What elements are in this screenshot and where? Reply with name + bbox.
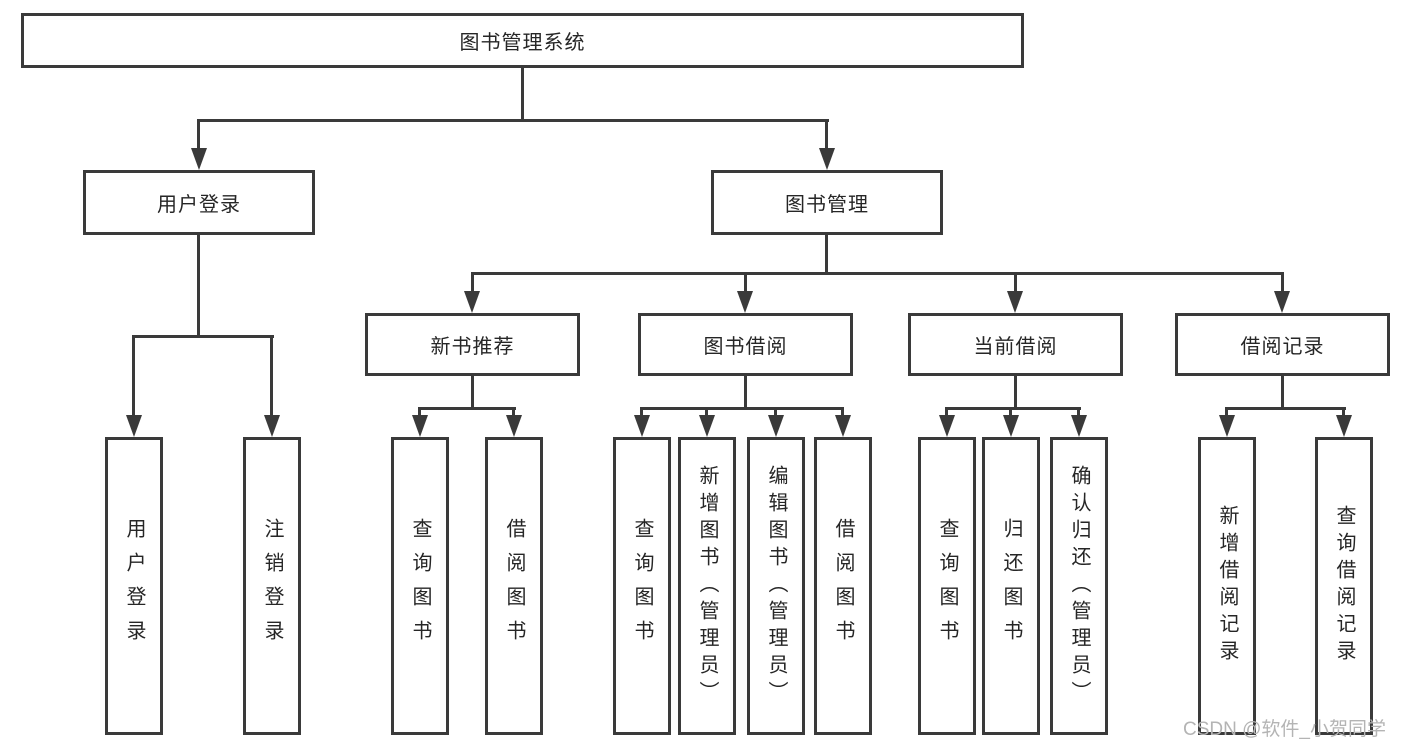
- node-label: 图书借阅: [703, 336, 788, 358]
- node-book-borrowing: 图书借阅: [638, 313, 853, 376]
- leaf-label: 查询图书: [631, 518, 653, 654]
- connector-line: [1225, 407, 1228, 417]
- leaf-label: 查询借阅记录: [1333, 505, 1355, 667]
- leaf-confirm-return-admin: 确认归还（管理员）: [1050, 437, 1108, 735]
- leaf-return-books: 归还图书: [982, 437, 1040, 735]
- connector-line: [512, 407, 515, 417]
- leaf-edit-books-admin: 编辑图书（管理员）: [747, 437, 805, 735]
- leaf-label: 查询图书: [936, 518, 958, 654]
- connector-line: [744, 376, 747, 410]
- arrow-down-icon: [264, 415, 280, 437]
- connector-line: [1342, 407, 1345, 417]
- node-current-borrowing: 当前借阅: [908, 313, 1123, 376]
- node-label: 当前借阅: [973, 336, 1058, 358]
- connector-line: [640, 407, 643, 417]
- connector-line: [418, 407, 421, 417]
- leaf-label: 新增借阅记录: [1216, 505, 1238, 667]
- leaf-label: 归还图书: [1000, 518, 1022, 654]
- connector-line: [471, 272, 1284, 275]
- connector-line: [945, 407, 1081, 410]
- connector-line: [521, 68, 524, 121]
- connector-line: [471, 376, 474, 410]
- connector-line: [774, 407, 777, 417]
- connector-line: [1014, 272, 1017, 293]
- connector-line: [197, 235, 200, 335]
- connector-line: [418, 407, 516, 410]
- connector-line: [744, 272, 747, 293]
- leaf-logout: 注销登录: [243, 437, 301, 735]
- node-label: 借阅记录: [1240, 336, 1325, 358]
- leaf-label: 新增图书（管理员）: [696, 464, 718, 708]
- leaf-label: 借阅图书: [832, 518, 854, 654]
- connector-line: [132, 335, 274, 338]
- node-new-book-recommendation: 新书推荐: [365, 313, 580, 376]
- connector-line: [270, 335, 273, 417]
- leaf-label: 查询图书: [409, 518, 431, 654]
- connector-line: [1281, 376, 1284, 410]
- leaf-query-books-recommend: 查询图书: [391, 437, 449, 735]
- node-label: 新书推荐: [430, 336, 515, 358]
- node-library-management-system: 图书管理系统: [21, 13, 1024, 68]
- connector-line: [132, 335, 135, 417]
- leaf-label: 用户登录: [123, 518, 145, 654]
- arrow-down-icon: [1007, 291, 1023, 313]
- arrow-down-icon: [506, 415, 522, 437]
- connector-line: [945, 407, 948, 417]
- leaf-add-books-admin: 新增图书（管理员）: [678, 437, 736, 735]
- connector-line: [1225, 407, 1346, 410]
- node-label: 图书管理系统: [459, 32, 586, 54]
- leaf-query-books-borrow: 查询图书: [613, 437, 671, 735]
- node-borrowing-records: 借阅记录: [1175, 313, 1390, 376]
- connector-line: [841, 407, 844, 417]
- node-label: 图书管理: [785, 194, 869, 216]
- arrow-down-icon: [464, 291, 480, 313]
- leaf-query-borrow-record: 查询借阅记录: [1315, 437, 1373, 735]
- leaf-query-books-current: 查询图书: [918, 437, 976, 735]
- connector-line: [1281, 272, 1284, 293]
- leaf-borrow-books: 借阅图书: [814, 437, 872, 735]
- node-user-login: 用户登录: [83, 170, 315, 235]
- arrow-down-icon: [939, 415, 955, 437]
- connector-line: [640, 407, 844, 410]
- connector-line: [1014, 376, 1017, 410]
- leaf-label: 注销登录: [261, 518, 283, 654]
- arrow-down-icon: [191, 148, 207, 170]
- arrow-down-icon: [1274, 291, 1290, 313]
- arrow-down-icon: [1336, 415, 1352, 437]
- arrow-down-icon: [1219, 415, 1235, 437]
- connector-line: [197, 119, 829, 122]
- arrow-down-icon: [126, 415, 142, 437]
- leaf-user-login: 用户登录: [105, 437, 163, 735]
- leaf-label: 借阅图书: [503, 518, 525, 654]
- leaf-label: 编辑图书（管理员）: [765, 464, 787, 708]
- leaf-label: 确认归还（管理员）: [1068, 464, 1090, 708]
- arrow-down-icon: [699, 415, 715, 437]
- connector-line: [825, 119, 828, 152]
- leaf-borrow-books-recommend: 借阅图书: [485, 437, 543, 735]
- arrow-down-icon: [819, 148, 835, 170]
- watermark: CSDN @软件_小贺同学: [1183, 719, 1386, 740]
- leaf-add-borrow-record: 新增借阅记录: [1198, 437, 1256, 735]
- node-book-management: 图书管理: [711, 170, 943, 235]
- connector-line: [705, 407, 708, 417]
- connector-line: [1077, 407, 1080, 417]
- arrow-down-icon: [634, 415, 650, 437]
- connector-line: [825, 235, 828, 272]
- connector-line: [471, 272, 474, 293]
- connector-line: [197, 119, 200, 152]
- arrow-down-icon: [768, 415, 784, 437]
- arrow-down-icon: [835, 415, 851, 437]
- connector-line: [1009, 407, 1012, 417]
- arrow-down-icon: [737, 291, 753, 313]
- arrow-down-icon: [1003, 415, 1019, 437]
- arrow-down-icon: [1071, 415, 1087, 437]
- arrow-down-icon: [412, 415, 428, 437]
- node-label: 用户登录: [157, 194, 241, 216]
